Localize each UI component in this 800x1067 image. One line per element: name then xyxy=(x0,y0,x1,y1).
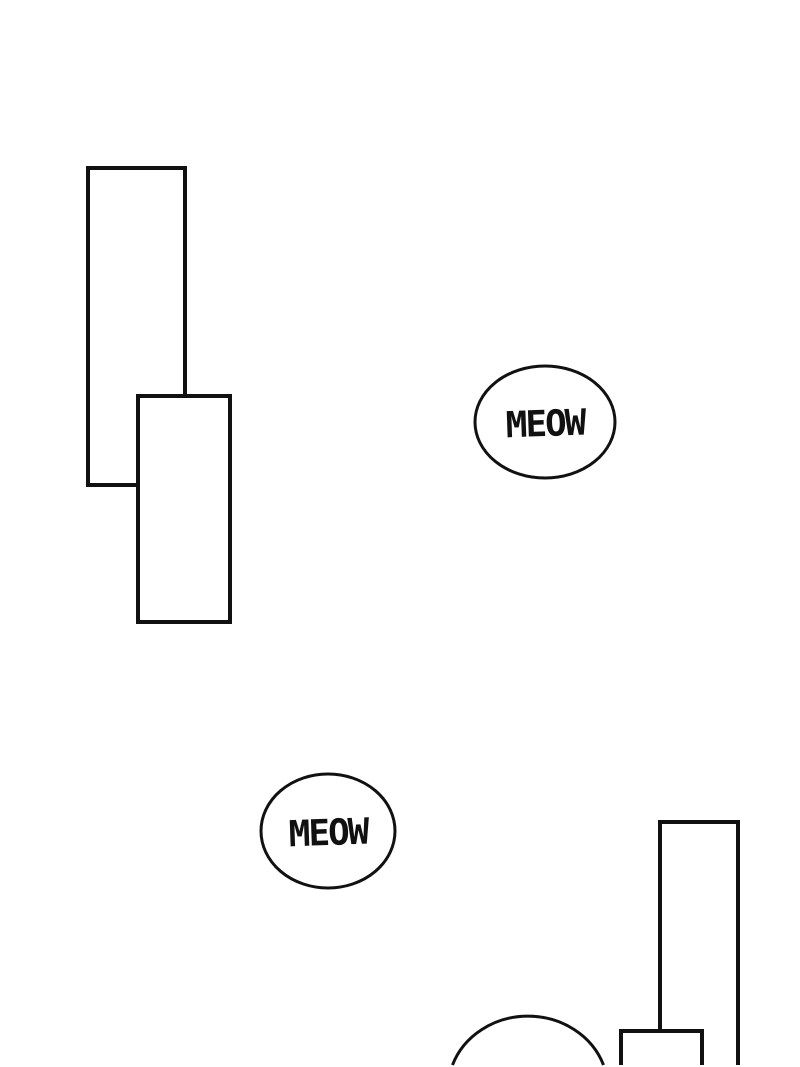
speech-bubble-1 xyxy=(473,364,617,480)
short-block-left xyxy=(136,394,232,624)
speech-bubble-2 xyxy=(259,772,397,890)
tall-block-right xyxy=(658,820,740,1065)
bubble-1-text: MEOW xyxy=(505,403,587,447)
short-block-right xyxy=(619,1029,704,1065)
round-shape-bottom xyxy=(451,1014,605,1066)
bubble-2-text: MEOW xyxy=(288,812,370,856)
